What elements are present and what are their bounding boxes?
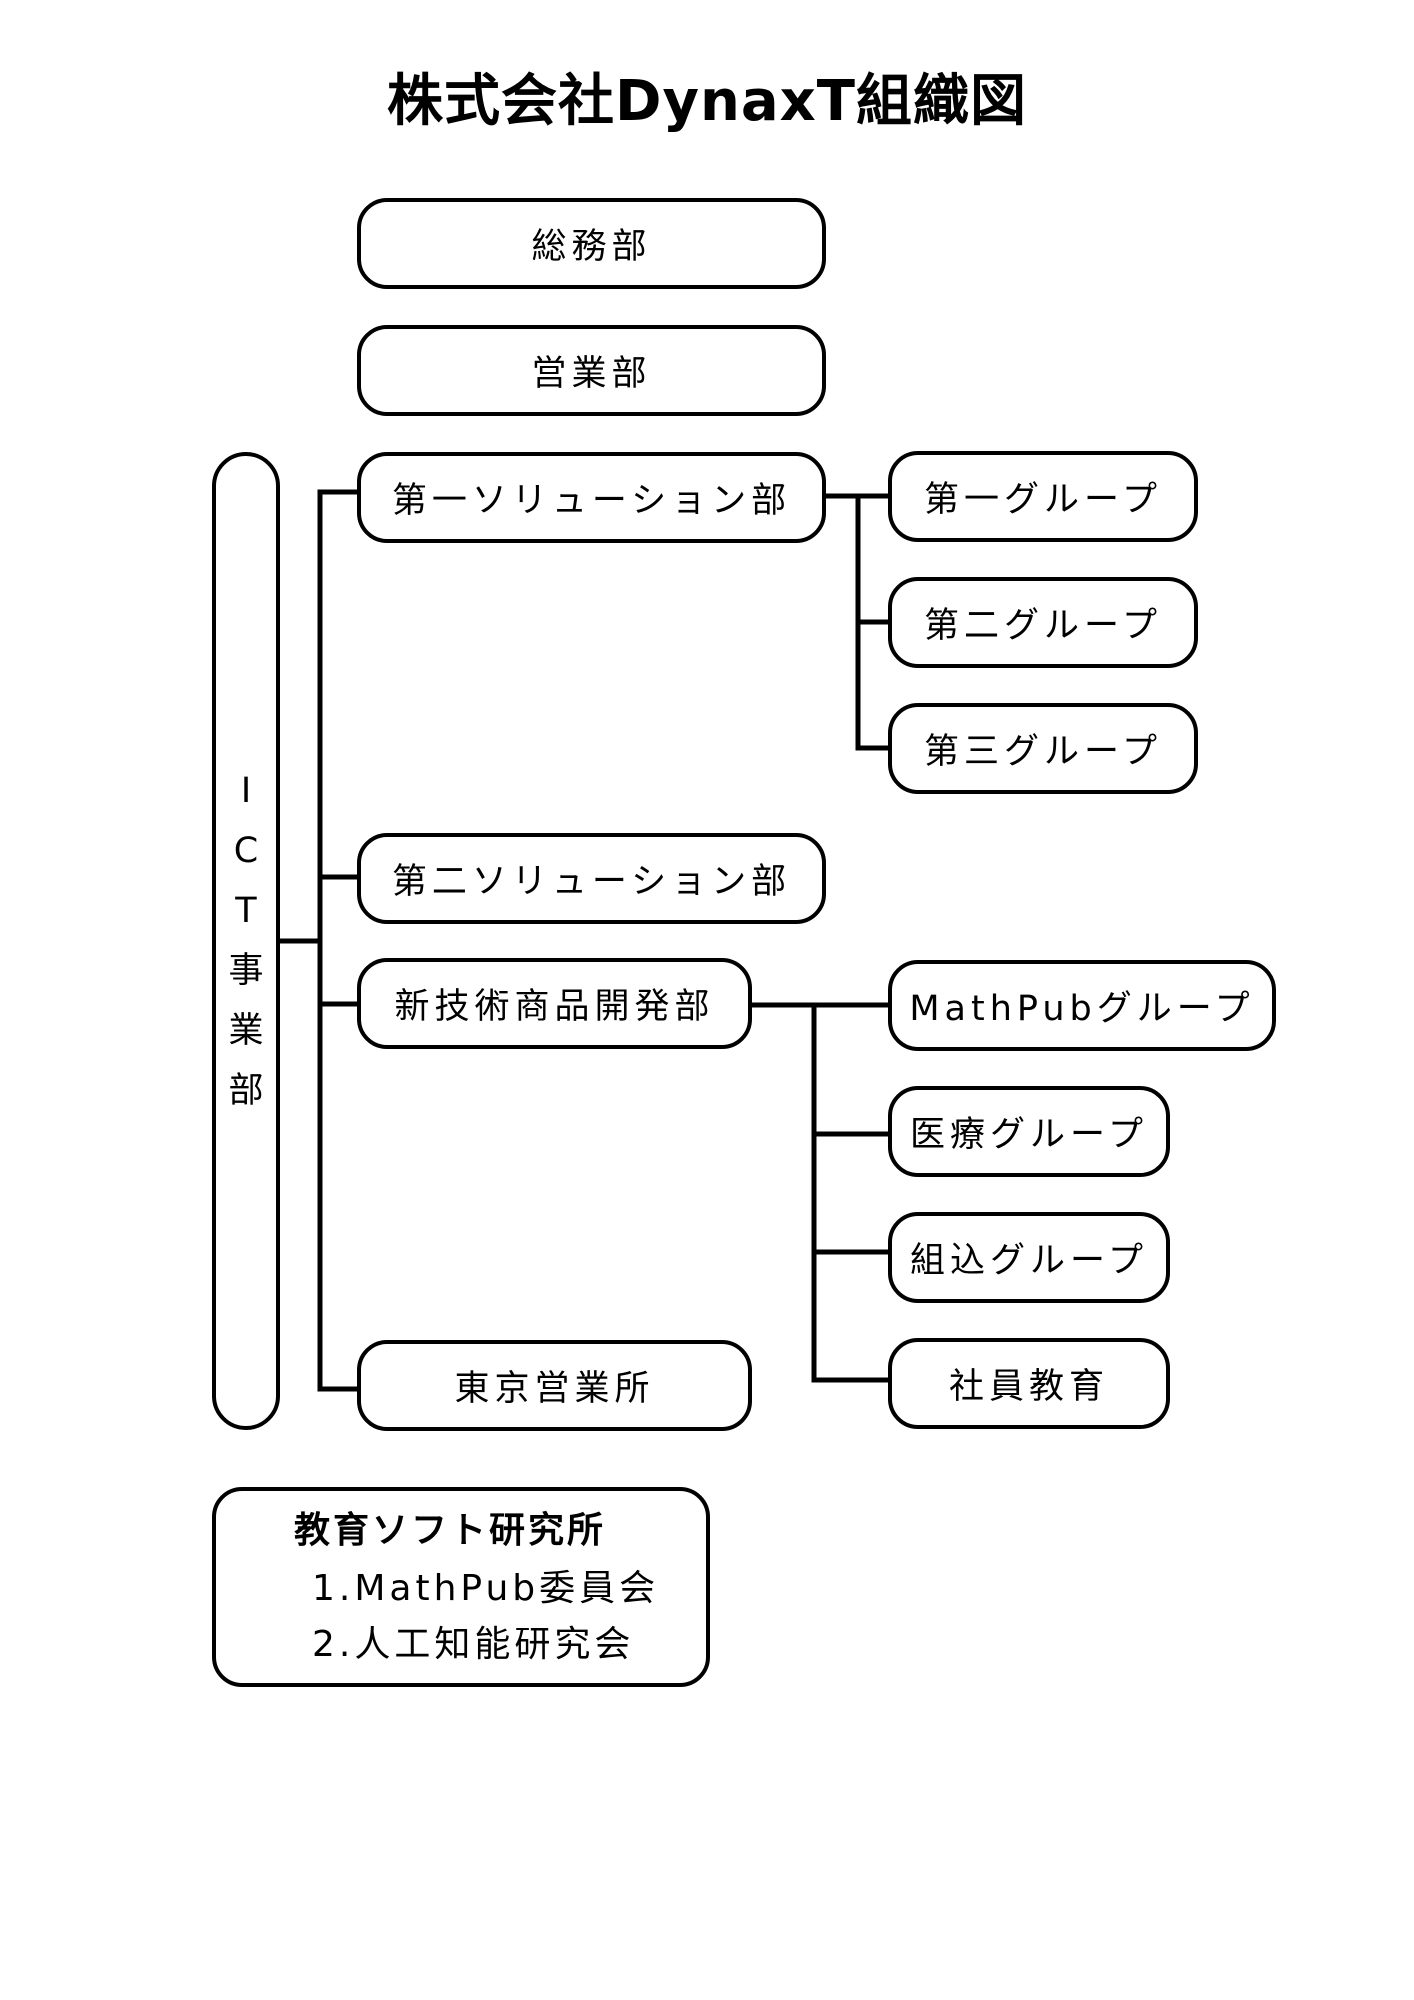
education-software-institute: 教育ソフト研究所 1.MathPub委員会 2.人工知能研究会	[212, 1487, 710, 1687]
group-embedded: 組込グループ	[888, 1212, 1170, 1303]
group-third-label: 第三グループ	[924, 732, 1162, 772]
group-employee-training: 社員教育	[888, 1338, 1170, 1429]
group-second: 第二グループ	[888, 577, 1198, 668]
group-third: 第三グループ	[888, 703, 1198, 794]
ict-division-char: I	[240, 771, 252, 811]
ict-division-box: I C T 事 業 部	[212, 452, 280, 1430]
dept-sales: 営業部	[357, 325, 826, 416]
dept-first-solution: 第一ソリューション部	[357, 452, 826, 543]
ict-division-char: 業	[228, 1011, 264, 1051]
dept-sales-label: 営業部	[531, 354, 652, 394]
page-title: 株式会社DynaxT組織図	[387, 69, 1027, 134]
ict-division-char: 部	[228, 1071, 264, 1111]
institute-title: 教育ソフト研究所	[294, 1510, 607, 1551]
dept-tokyo-office-label: 東京営業所	[454, 1369, 655, 1409]
group-first: 第一グループ	[888, 451, 1198, 542]
group-employee-training-label: 社員教育	[948, 1367, 1109, 1407]
dept-second-solution-label: 第二ソリューション部	[391, 862, 792, 902]
group-first-label: 第一グループ	[924, 480, 1162, 520]
dept-tokyo-office: 東京営業所	[357, 1340, 752, 1431]
group-mathpub-label: MathPubグループ	[909, 989, 1255, 1029]
group-second-label: 第二グループ	[924, 606, 1162, 646]
institute-item: 1.MathPub委員会	[312, 1568, 660, 1609]
ict-division-char: T	[235, 891, 257, 931]
dept-general-affairs: 総務部	[357, 198, 826, 289]
dept-general-affairs-label: 総務部	[531, 227, 652, 267]
dept-new-tech-label: 新技術商品開発部	[394, 987, 715, 1027]
group-medical-label: 医療グループ	[910, 1115, 1148, 1155]
dept-first-solution-label: 第一ソリューション部	[391, 481, 792, 521]
group-mathpub: MathPubグループ	[888, 960, 1276, 1051]
institute-item: 2.人工知能研究会	[312, 1624, 635, 1665]
ict-division-char: 事	[228, 951, 264, 991]
dept-second-solution: 第二ソリューション部	[357, 833, 826, 924]
dept-new-tech: 新技術商品開発部	[357, 958, 752, 1049]
ict-division-char: C	[233, 831, 259, 871]
group-medical: 医療グループ	[888, 1086, 1170, 1177]
group-embedded-label: 組込グループ	[910, 1241, 1148, 1281]
